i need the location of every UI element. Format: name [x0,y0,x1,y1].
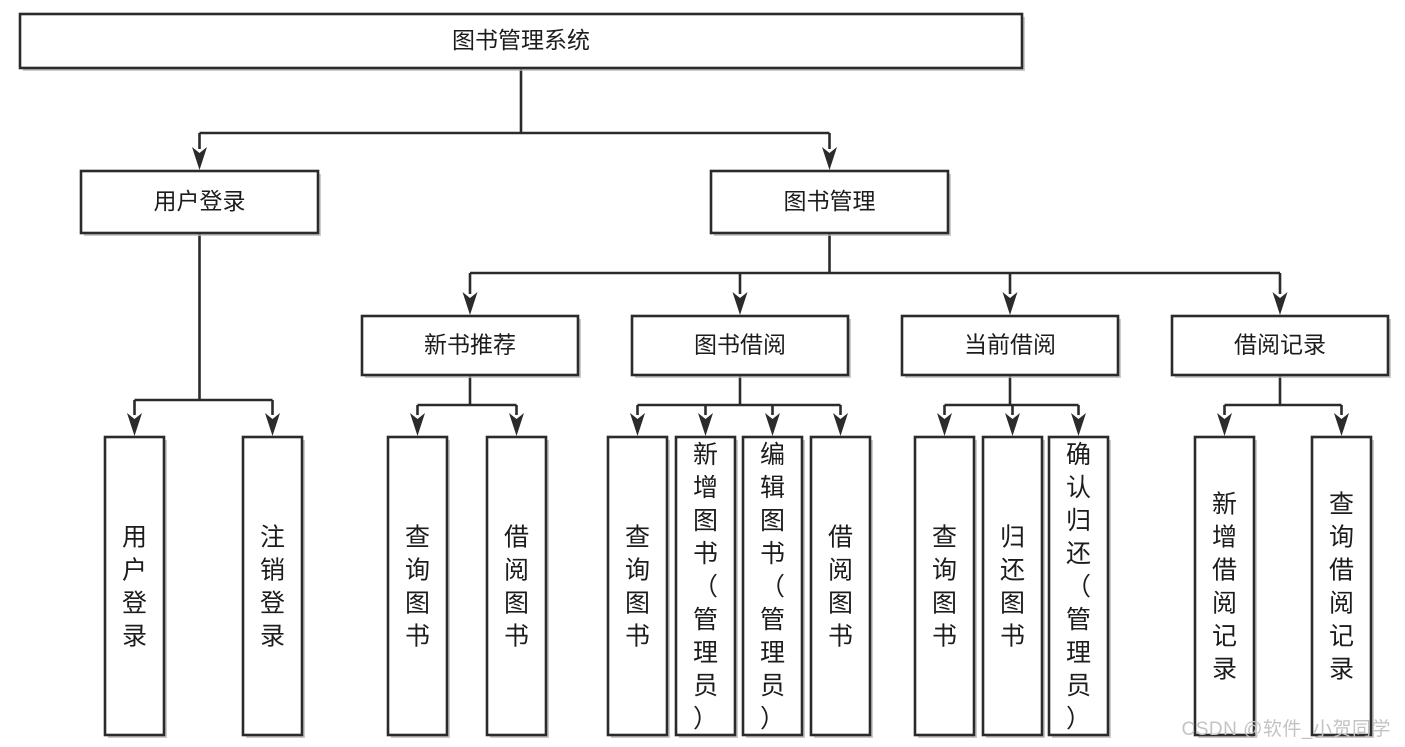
node-box[interactable] [900,314,1120,377]
node-leaf-query-book-bor[interactable]: 查询图书 [606,435,670,738]
node-leaf-query-record[interactable]: 查询借阅记录 [1310,435,1374,738]
node-label: 图书借阅 [694,332,786,358]
node-label: 当前借阅 [964,332,1056,358]
node-label: 查询图书 [932,524,957,651]
node-label: 查询借阅记录 [1329,491,1354,684]
node-label: 借阅记录 [1234,332,1326,358]
node-box[interactable] [809,435,872,737]
node-leaf-query-book-cur[interactable]: 查询图书 [913,435,977,738]
node-box[interactable] [386,435,449,737]
node-box[interactable] [741,435,804,737]
node-user-login[interactable]: 用户登录 [79,169,321,236]
node-leaf-confirm-return[interactable]: 确认归还（管理员） [1047,435,1111,738]
node-leaf-edit-book[interactable]: 编辑图书（管理员） [741,435,805,738]
node-label: 确认归还（管理员） [1066,441,1091,733]
node-label: 新书推荐 [424,332,516,358]
node-leaf-add-record[interactable]: 新增借阅记录 [1193,435,1257,738]
node-leaf-query-book-rec[interactable]: 查询图书 [386,435,450,738]
node-box[interactable] [241,435,304,737]
node-book-borrow[interactable]: 图书借阅 [630,314,851,378]
node-label: 注销登录 [260,524,285,651]
node-borrow-record[interactable]: 借阅记录 [1170,314,1391,378]
node-label: 借阅图书 [504,524,529,651]
node-box[interactable] [79,169,320,235]
node-box[interactable] [18,12,1024,70]
node-current-borrow[interactable]: 当前借阅 [900,314,1121,378]
node-label: 新增图书（管理员） [693,441,718,733]
node-book-manage[interactable]: 图书管理 [709,169,951,236]
node-leaf-return-book[interactable]: 归还图书 [981,435,1045,738]
node-box[interactable] [606,435,669,737]
node-leaf-borrow-book-rec[interactable]: 借阅图书 [485,435,549,738]
node-box[interactable] [1310,435,1373,737]
node-label: 借阅图书 [828,524,853,651]
node-label: 归还图书 [1000,524,1025,651]
node-leaf-user-login[interactable]: 用户登录 [103,435,167,738]
node-box[interactable] [1193,435,1256,737]
node-label: 图书管理 [784,188,876,214]
node-label: 新增借阅记录 [1212,491,1237,684]
node-leaf-add-book[interactable]: 新增图书（管理员） [674,435,738,738]
node-root[interactable]: 图书管理系统 [18,12,1025,71]
node-label: 编辑图书（管理员） [760,441,785,733]
node-label: 用户登录 [122,524,147,651]
node-box[interactable] [1047,435,1110,737]
node-new-book-rec[interactable]: 新书推荐 [360,314,581,378]
node-label: 图书管理系统 [452,27,590,53]
node-label: 用户登录 [154,188,246,214]
node-label: 查询图书 [405,524,430,651]
node-leaf-borrow-book-bor[interactable]: 借阅图书 [809,435,873,738]
node-layer: 图书管理系统用户登录图书管理新书推荐图书借阅当前借阅借阅记录用户登录注销登录查询… [18,12,1391,738]
node-box[interactable] [103,435,166,737]
node-box[interactable] [981,435,1044,737]
node-box[interactable] [913,435,976,737]
node-box[interactable] [709,169,950,235]
node-leaf-logout[interactable]: 注销登录 [241,435,305,738]
node-label: 查询图书 [625,524,650,651]
node-box[interactable] [360,314,580,377]
connector-layer [127,68,1349,436]
node-box[interactable] [485,435,548,737]
node-box[interactable] [1170,314,1390,377]
node-box[interactable] [674,435,737,737]
node-box[interactable] [630,314,850,377]
